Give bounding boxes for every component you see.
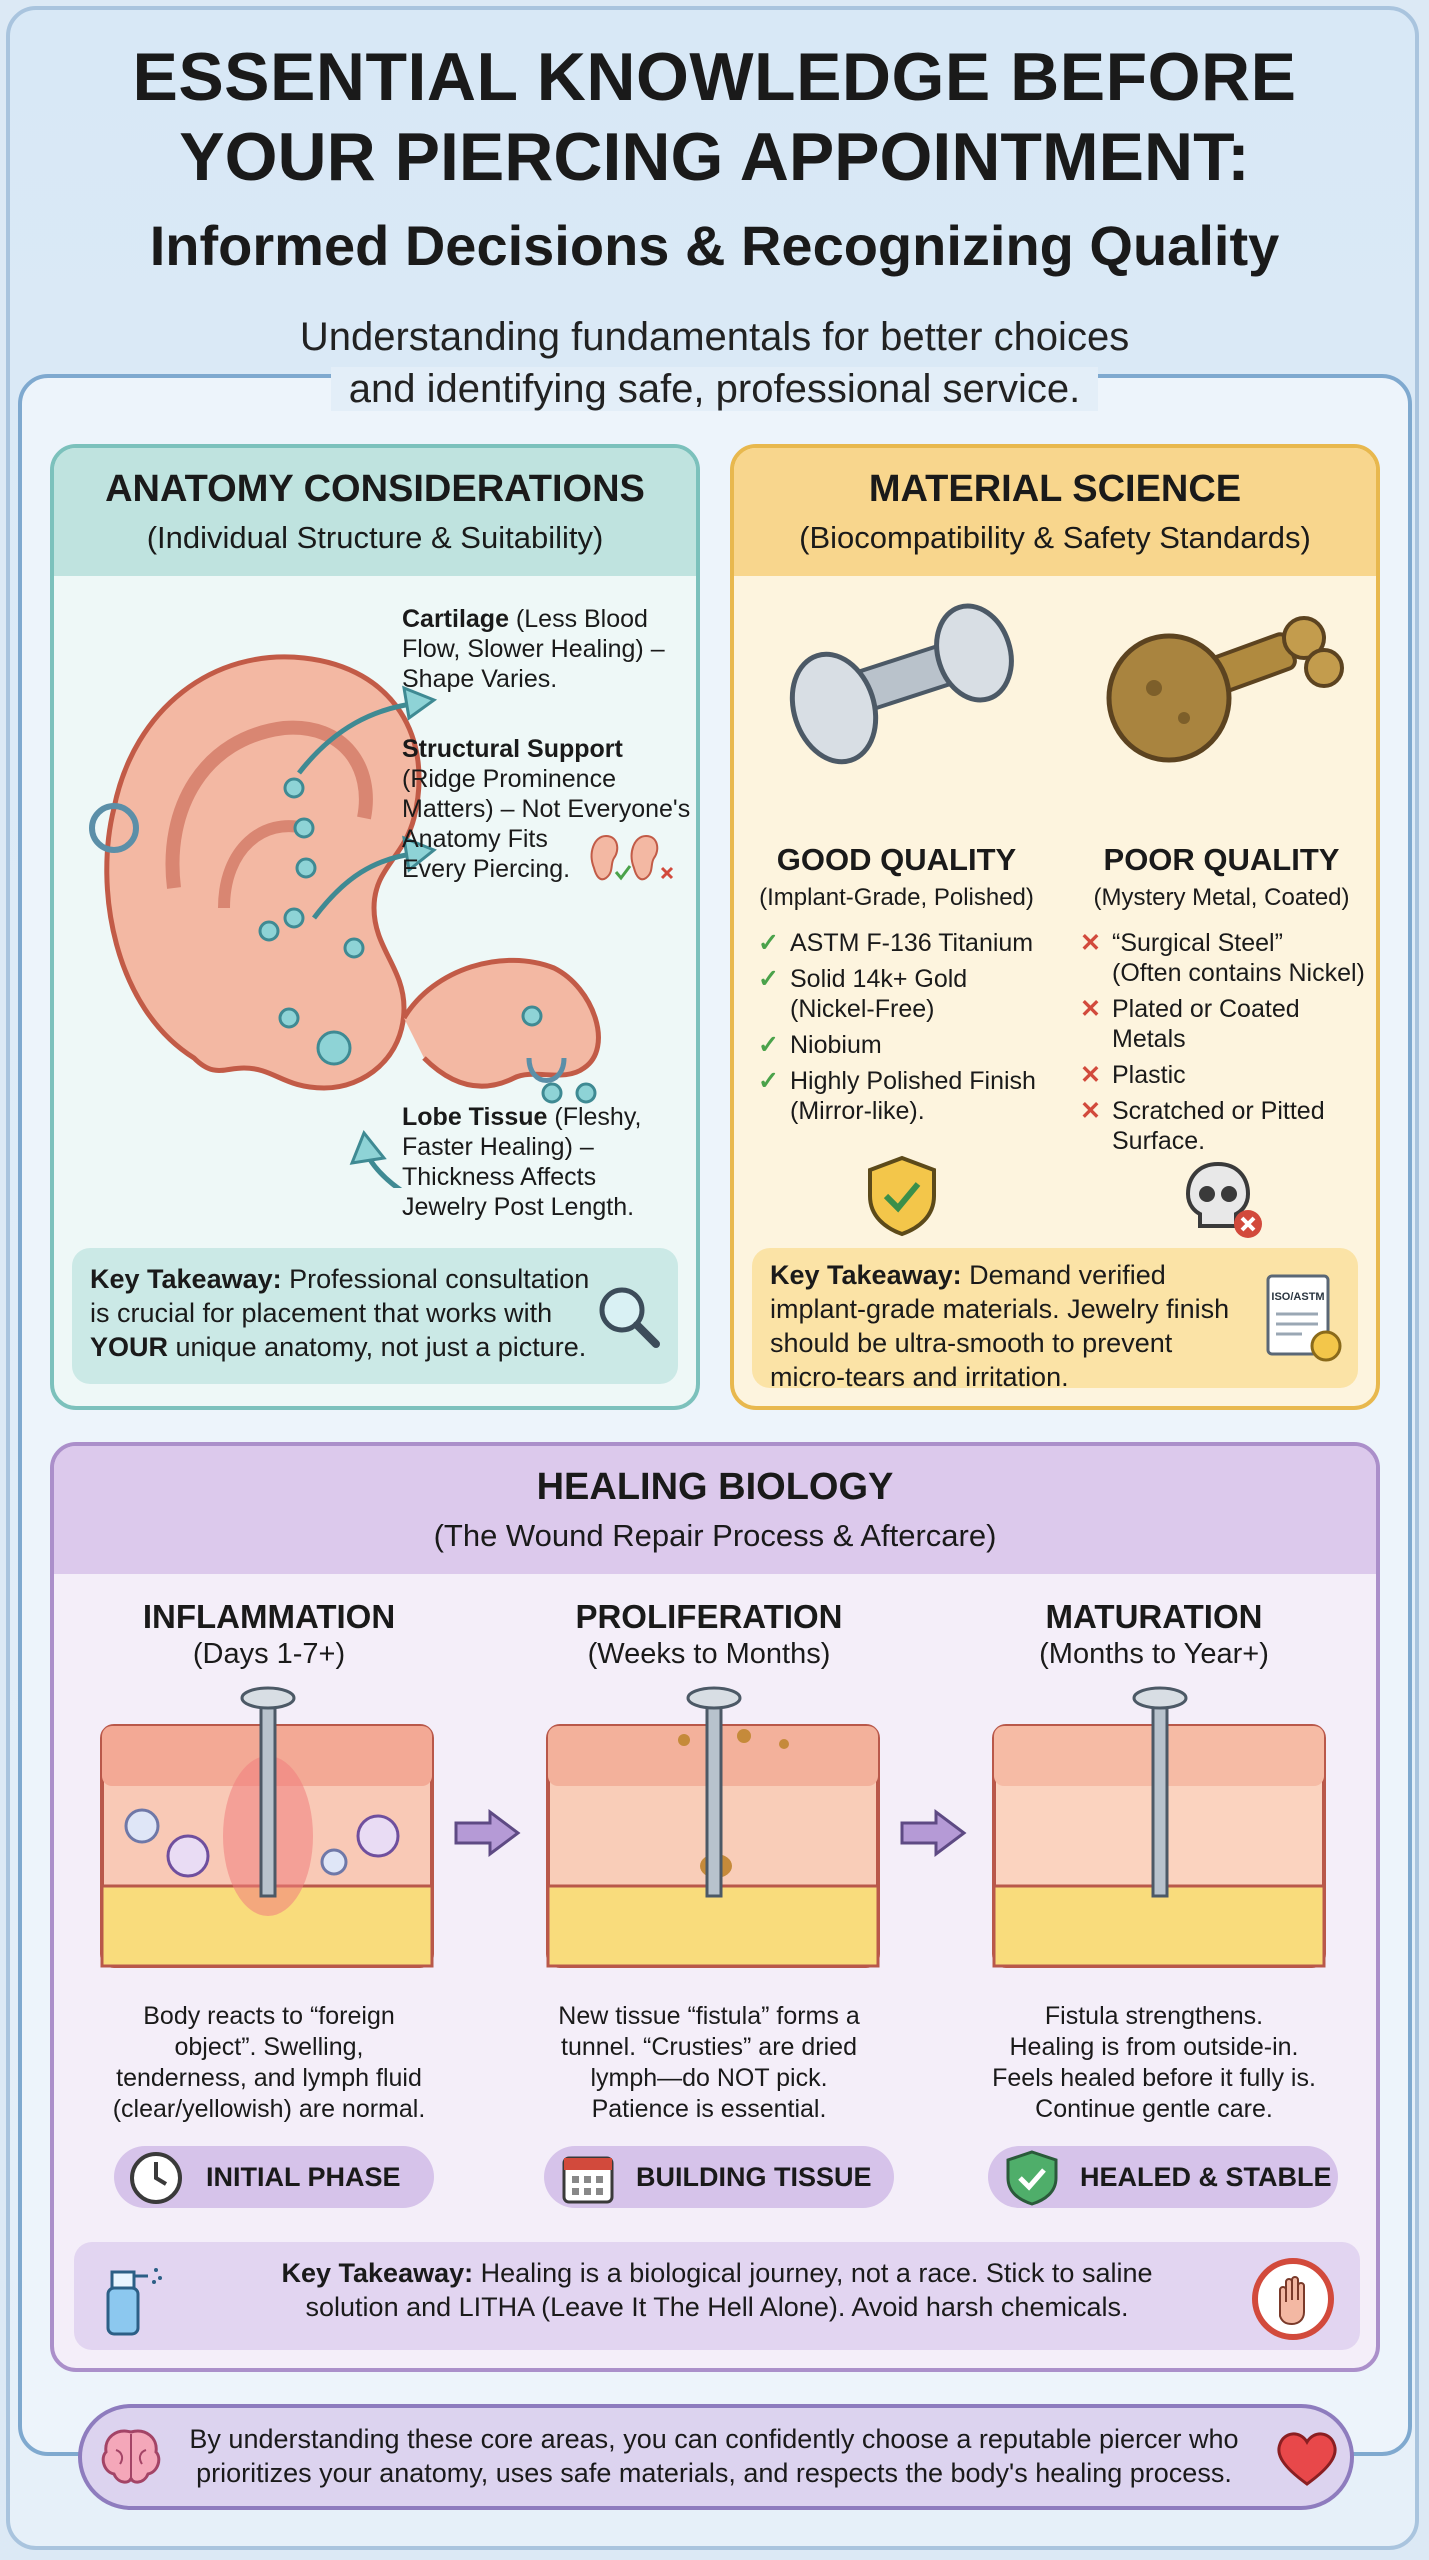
- certificate-label: ISO/ASTM: [1271, 1291, 1324, 1303]
- healing-header: HEALING BIOLOGY (The Wound Repair Proces…: [54, 1446, 1376, 1574]
- bad-item: ✕Plastic: [1080, 1061, 1186, 1089]
- coated-metal-icon: [1106, 616, 1344, 763]
- material-subtitle: (Biocompatibility & Safety Standards): [799, 520, 1311, 555]
- ear-illustration: [89, 654, 601, 1188]
- arrow-right-icon: [900, 1809, 967, 1857]
- stop-hand-icon: [1252, 2258, 1334, 2340]
- good-item: ✓Highly Polished Finish(Mirror-like).: [758, 1067, 1036, 1125]
- intro-line2: and identifying safe, professional servi…: [0, 364, 1429, 414]
- anatomy-panel: ANATOMY CONSIDERATIONS (Individual Struc…: [50, 444, 700, 1410]
- clock-icon: [130, 2152, 182, 2204]
- footer-text: By understanding these core areas, you c…: [189, 2424, 1239, 2488]
- stage-proliferation-period: (Weeks to Months): [587, 1638, 831, 1670]
- main-subtitle: Informed Decisions & Recognizing Quality: [149, 214, 1280, 277]
- calendar-icon: [562, 2156, 614, 2204]
- stage-maturation-desc: Fistula strengthens.Healing is from outs…: [992, 2002, 1316, 2123]
- healing-panel: HEALING BIOLOGY (The Wound Repair Proces…: [50, 1442, 1380, 2372]
- spray-bottle-icon: [106, 2268, 162, 2336]
- titanium-barbell-icon: [789, 603, 1014, 765]
- good-item: ✓Niobium: [758, 1031, 882, 1059]
- arrow-right-icon: [454, 1809, 521, 1857]
- bad-item: ✕“Surgical Steel”(Often contains Nickel): [1080, 929, 1365, 987]
- healing-subtitle: (The Wound Repair Process & Aftercare): [433, 1518, 997, 1553]
- poor-quality-subtitle: (Mystery Metal, Coated): [1093, 884, 1350, 911]
- poor-quality-list: ✕“Surgical Steel”(Often contains Nickel)…: [1080, 928, 1376, 1162]
- skull-icon: [1185, 1161, 1262, 1238]
- stage-inflammation-period: (Days 1-7+): [192, 1638, 346, 1670]
- anatomy-header: ANATOMY CONSIDERATIONS (Individual Struc…: [54, 448, 696, 576]
- main-title-line2: YOUR PIERCING APPOINTMENT:: [179, 119, 1250, 195]
- intro-line2-text: and identifying safe, professional servi…: [330, 367, 1099, 411]
- stage-inflammation-title: INFLAMMATION: [142, 1598, 396, 1635]
- intro-line1: Understanding fundamentals for better ch…: [299, 315, 1130, 359]
- heart-icon: [1277, 2432, 1337, 2486]
- material-title: MATERIAL SCIENCE: [868, 468, 1242, 510]
- footer-banner: By understanding these core areas, you c…: [78, 2404, 1354, 2510]
- shield-check-icon: [868, 1155, 936, 1237]
- certificate-icon: ISO/ASTM: [1266, 1274, 1342, 1362]
- magnifier-icon: [599, 1287, 660, 1348]
- material-header: MATERIAL SCIENCE (Biocompatibility & Saf…: [734, 448, 1376, 576]
- ear-compare-icon: [590, 834, 674, 881]
- good-item: ✓ASTM F-136 Titanium: [758, 929, 1034, 957]
- poor-quality-title: POOR QUALITY: [1103, 842, 1340, 877]
- good-quality-subtitle: (Implant-Grade, Polished): [759, 884, 1034, 911]
- maturation-skin-illustration: [992, 1686, 1326, 1968]
- main-title-line1: ESSENTIAL KNOWLEDGE BEFORE: [132, 39, 1297, 115]
- stage-maturation-period: (Months to Year+): [1039, 1638, 1269, 1670]
- lobe-tissue-label: Lobe Tissue (Fleshy,Faster Healing) –Thi…: [402, 1103, 642, 1221]
- inflammation-skin-illustration: [100, 1686, 434, 1968]
- healing-takeaway: Key Takeaway: Healing is a biological jo…: [74, 2242, 1360, 2350]
- shield-check-icon: [1006, 2150, 1058, 2206]
- good-quality-list: ✓ASTM F-136 Titanium ✓Solid 14k+ Gold(Ni…: [758, 928, 1058, 1132]
- material-panel: MATERIAL SCIENCE (Biocompatibility & Saf…: [730, 444, 1380, 1410]
- healing-title: HEALING BIOLOGY: [536, 1466, 894, 1508]
- brain-icon: [101, 2429, 161, 2484]
- stage-maturation-title: MATURATION: [1045, 1598, 1263, 1635]
- good-quality-title: GOOD QUALITY: [776, 842, 1017, 877]
- anatomy-subtitle: (Individual Structure & Suitability): [146, 520, 604, 555]
- anatomy-title: ANATOMY CONSIDERATIONS: [105, 468, 645, 510]
- good-item: ✓Solid 14k+ Gold(Nickel-Free): [758, 965, 968, 1023]
- stage-proliferation-title: PROLIFERATION: [575, 1598, 843, 1635]
- proliferation-skin-illustration: [546, 1686, 880, 1968]
